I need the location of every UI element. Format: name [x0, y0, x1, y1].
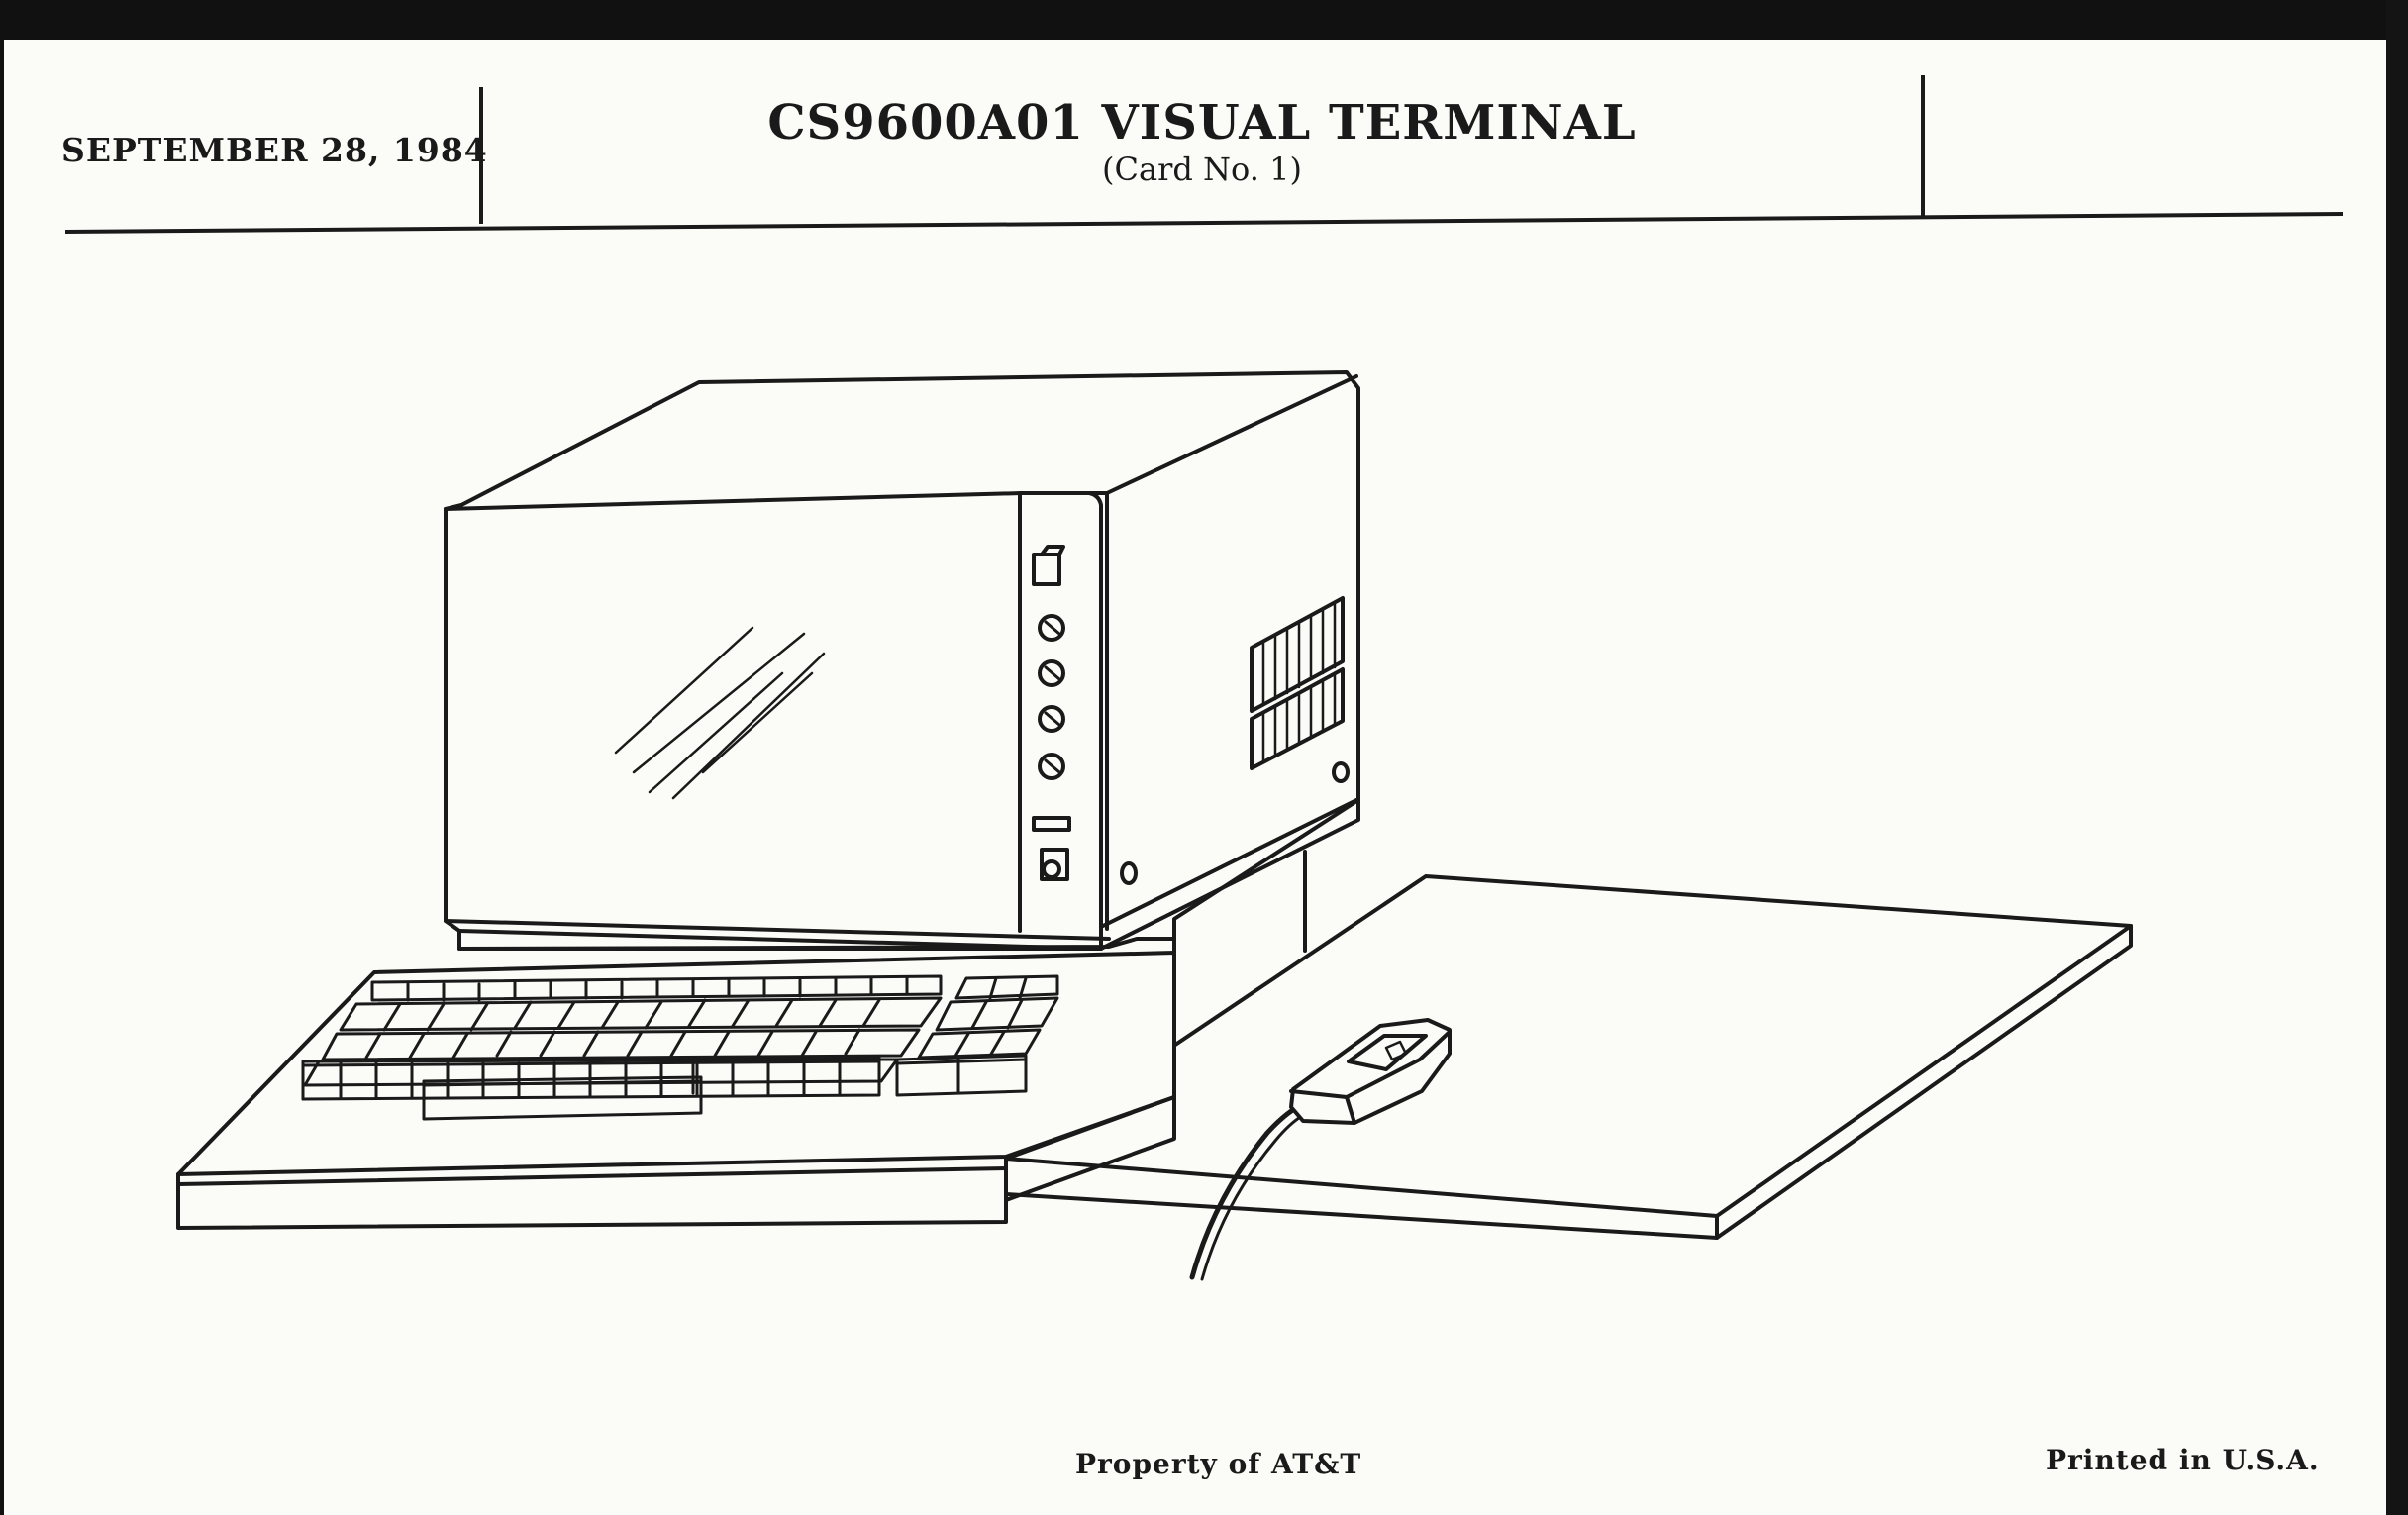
document-title: CS9600A01 VISUAL TERMINAL: [767, 95, 1637, 151]
power-switch: [1032, 553, 1061, 586]
card-shadow-edge: [2386, 0, 2408, 1515]
document-date: SEPTEMBER 28, 1984: [61, 131, 488, 169]
monitor: [444, 370, 1360, 951]
ownership-footer: Property of AT&T: [1075, 1448, 1362, 1480]
keyboard-keys: [301, 974, 1059, 1121]
document-subtitle: (Card No. 1): [1102, 151, 1302, 188]
tablet-puck-with-cord: [1189, 1018, 1452, 1281]
print-location-footer: Printed in U.S.A.: [2046, 1444, 2320, 1476]
